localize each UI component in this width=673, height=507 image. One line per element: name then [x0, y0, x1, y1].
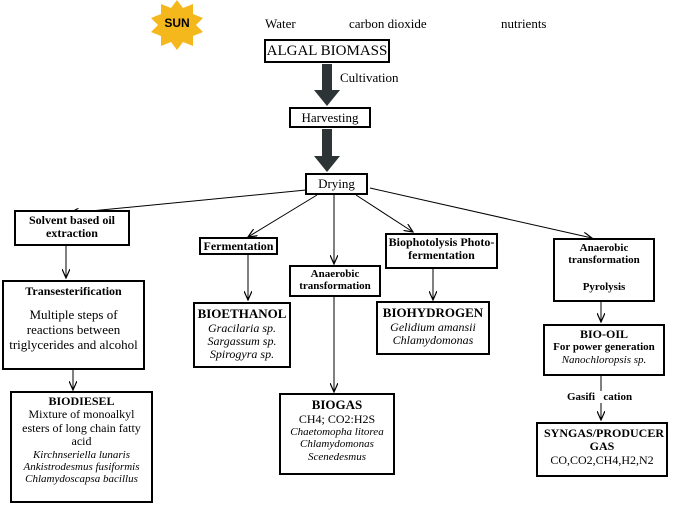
- sun-icon: [151, 0, 203, 50]
- species-item: Chaetomopha litorea: [290, 425, 384, 438]
- anaerobic-transformation-mid-box: Anaerobic transformation: [289, 265, 381, 297]
- arrow-to-biophotolysis: [355, 194, 413, 232]
- species-item: Nanochloropsis sp.: [561, 353, 647, 366]
- gasification-label: Gasifi cation: [567, 391, 633, 403]
- anaerobic-pyrolysis-box: Anaerobic transformation Pyrolysis: [553, 238, 655, 302]
- arrow-to-fermentation: [248, 194, 318, 237]
- biodiesel-box: BIODIESEL Mixture of monoalkyl esters of…: [10, 391, 153, 503]
- water-label: Water: [265, 16, 296, 31]
- species-item: Ankistrodesmus fusiformis: [23, 461, 140, 474]
- species-item: Gelidium amansii: [390, 319, 476, 334]
- arrow-to-solvent: [70, 189, 307, 213]
- cultivation-label: Cultivation: [340, 70, 399, 85]
- syngas-box: SYNGAS/PRODUCER GAS CO,CO2,CH4,H2,N2: [536, 422, 668, 477]
- co2-label: carbon dioxide: [349, 16, 427, 31]
- species-item: Gracilaria sp.: [207, 320, 276, 335]
- arrow-to-anaerobic-right: [369, 187, 592, 238]
- sun-label: SUN: [164, 16, 190, 30]
- biohydrogen-box: BIOHYDROGEN Gelidium amansii Chlamydomon…: [376, 301, 490, 355]
- biophotolysis-box: Biophotolysis Photo-fermentation: [385, 233, 498, 269]
- species-item: Scenedesmus: [307, 450, 367, 463]
- species-item: Kirchnseriella lunaris: [32, 448, 131, 461]
- drying-box: Drying: [305, 173, 368, 195]
- biogas-box: BIOGAS CH4; CO2:H2S Chaetomopha litorea …: [279, 393, 395, 475]
- solvent-extraction-box: Solvent based oil extraction: [14, 210, 130, 246]
- fermentation-box: Fermentation: [199, 237, 278, 255]
- biooil-box: BIO-OIL For power generation Nanochlorop…: [543, 324, 665, 376]
- nutrients-label: nutrients: [501, 16, 547, 31]
- species-item: Sargassum sp.: [207, 333, 277, 348]
- cultivation-arrow: [314, 64, 340, 106]
- species-item: Spirogyra sp.: [209, 347, 275, 362]
- harvest-arrow: [314, 129, 340, 172]
- harvesting-box: Harvesting: [289, 107, 371, 128]
- bioethanol-box: BIOETHANOL Gracilaria sp. Sargassum sp. …: [193, 302, 291, 368]
- transesterification-box: Transesterification Multiple steps of re…: [2, 280, 145, 370]
- species-item: Chlamydomonas: [392, 332, 474, 347]
- algal-biomass-box: ALGAL BIOMASS: [264, 39, 390, 63]
- species-item: Chlamydomonas: [300, 438, 374, 451]
- species-item: Chlamydoscapsa bacillus: [25, 473, 138, 486]
